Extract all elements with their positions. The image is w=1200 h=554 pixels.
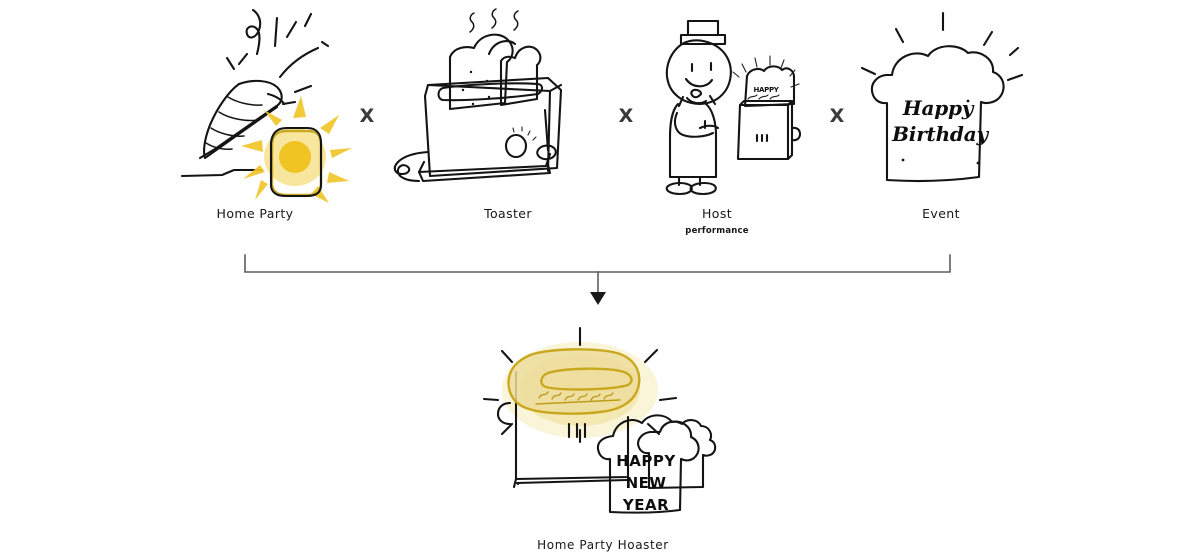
streamer-curl-icon [245,8,262,56]
event-toast-slice [870,45,1005,183]
result-toast-line-2: NEW [625,474,667,492]
result-toaster-body [514,370,630,481]
operator-x-3: X [829,105,845,127]
host-head [665,39,732,105]
result-icon-group [482,326,717,514]
toaster-icon-group [393,8,563,183]
ingredient-label-home-party: Home Party [216,206,294,221]
result-toast-line-3: YEAR [622,496,670,514]
result-slot-crumb-tray [538,391,614,401]
result-toaster-base [515,478,629,486]
ingredient-label-toaster: Toaster [484,206,532,221]
toast-slice-front-icon [448,33,514,111]
host-held-toaster [736,103,790,161]
event-toast-text-line2: Birthday [892,122,988,146]
operator-x-2: X [618,105,634,127]
toaster-handle-small [790,126,802,142]
result-toast-slice-back [636,419,717,490]
host-arm [673,111,715,138]
result-toast-line-1: HAPPY [616,452,676,470]
operator-x-1: X [359,105,375,127]
host-smile [684,77,714,88]
glow-rays-icon [241,96,352,203]
toaster-dial [504,133,528,159]
result-toast-slice-front [596,414,700,514]
host-toast-text: HAPPY [753,86,779,94]
toaster-slot [437,82,544,102]
home-party-icon-group [180,8,352,203]
ingredient-label-event: Event [922,206,960,221]
host-shoe-right [689,181,717,196]
toast-slice-back-icon [499,45,542,107]
steam-icon [469,12,475,33]
host-toast-sparkles [732,55,800,88]
result-toaster-golden-top [507,348,641,415]
result-toaster-handle [496,401,512,426]
host-bowtie [685,96,708,105]
event-toast-text-line1: Happy [902,96,974,120]
result-toaster-slot [540,367,633,391]
event-icon-group [860,11,1024,183]
host-shoe-left [665,181,693,196]
party-popper-cone-icon [198,79,283,160]
toaster-body [423,76,563,178]
host-icon-group [665,19,802,196]
result-caption: Home Party Hoaster [537,538,669,552]
result-toaster-indicator-lines [567,422,587,439]
connector-bracket-group [244,254,951,305]
ground-line [180,168,264,178]
host-toast-slice [743,65,796,108]
host-apron [668,102,718,179]
counter-swirl [393,150,430,183]
ingredient-label-host: Host [701,206,733,221]
chef-hat-icon [686,19,720,37]
toaster-lever [543,108,550,152]
ingredient-sublabel-host-performance: performance [685,226,749,236]
arrow-head-icon [590,292,606,305]
bracket-path [244,254,951,273]
